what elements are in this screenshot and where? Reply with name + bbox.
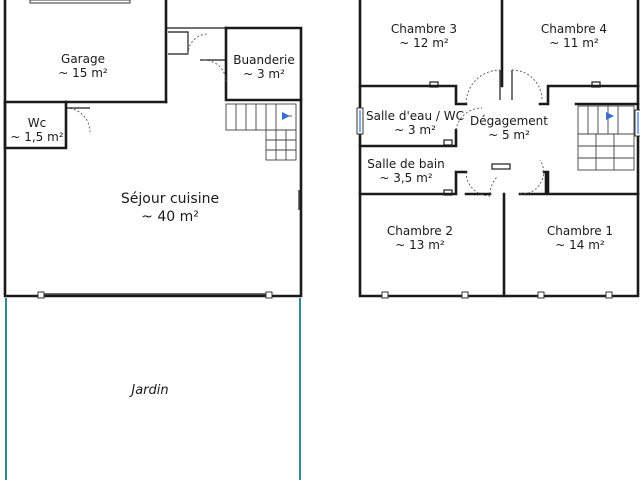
room-label-chambre4: Chambre 4 ~ 11 m² bbox=[541, 22, 607, 50]
room-area: ~ 12 m² bbox=[399, 36, 449, 50]
room-label-degagement: Dégagement ~ 5 m² bbox=[470, 114, 548, 142]
chambre1-top bbox=[518, 170, 548, 196]
room-name: Salle d'eau / WC bbox=[365, 109, 465, 123]
room-area: ~ 11 m² bbox=[549, 36, 599, 50]
room-name: Garage bbox=[61, 52, 105, 66]
buanderie-wall bbox=[224, 26, 303, 102]
ground-outer-wall bbox=[3, 0, 303, 298]
room-label-salle-eau: Salle d'eau / WC ~ 3 m² bbox=[366, 109, 464, 137]
chambre3-bottom bbox=[358, 84, 468, 106]
room-name: Buanderie bbox=[233, 53, 295, 67]
window-left bbox=[37, 291, 45, 299]
room-label-wc: Wc ~ 1,5 m² bbox=[10, 116, 63, 144]
ground-floor bbox=[3, 0, 303, 480]
chambre4-bottom bbox=[538, 84, 640, 106]
upper-stairs bbox=[577, 105, 635, 171]
room-area: ~ 15 m² bbox=[58, 66, 108, 80]
room-label-buanderie: Buanderie ~ 3 m² bbox=[233, 53, 294, 81]
closet bbox=[168, 31, 189, 55]
room-label-garage: Garage ~ 15 m² bbox=[58, 52, 107, 80]
wc-wall bbox=[3, 100, 68, 150]
room-area: ~ 5 m² bbox=[488, 128, 530, 142]
room-name: Chambre 1 bbox=[546, 224, 614, 238]
room-label-salle-bain: Salle de bain ~ 3,5 m² bbox=[367, 157, 445, 185]
window-right bbox=[265, 291, 273, 299]
room-name: Salle de bain bbox=[367, 157, 445, 171]
salle-eau-door-swing bbox=[455, 107, 483, 131]
room-name: Chambre 3 bbox=[390, 22, 458, 36]
room-name: Jardin bbox=[131, 383, 169, 398]
upper-stair-wall bbox=[546, 170, 640, 196]
fixture-chambre3 bbox=[429, 81, 439, 88]
chambre4-door-swing bbox=[511, 69, 543, 101]
garage-door-top bbox=[29, 0, 131, 4]
room-area: ~ 1,5 m² bbox=[10, 130, 64, 144]
room-label-chambre1: Chambre 1 ~ 14 m² bbox=[547, 224, 613, 252]
buanderie-door-swing bbox=[203, 59, 227, 83]
room-area: ~ 40 m² bbox=[141, 209, 199, 225]
chambre2-door-swing bbox=[489, 175, 499, 195]
garage-door-swing bbox=[187, 33, 209, 55]
room-label-jardin: Jardin bbox=[131, 384, 168, 398]
salle-eau-wall bbox=[358, 128, 458, 148]
radiator bbox=[491, 163, 511, 170]
room-label-sejour: Séjour cuisine ~ 40 m² bbox=[121, 190, 219, 226]
fixture-salle-bain bbox=[443, 189, 453, 196]
room-name: Chambre 4 bbox=[540, 22, 608, 36]
room-name: Wc bbox=[27, 116, 47, 130]
window-ch1-right bbox=[605, 291, 613, 299]
room-area: ~ 3 m² bbox=[243, 67, 285, 81]
salle-bain-door-swing bbox=[465, 171, 491, 197]
room-area: ~ 3,5 m² bbox=[379, 171, 433, 185]
upper-floor bbox=[356, 0, 640, 299]
chambre3-door-swing bbox=[465, 69, 501, 105]
room-label-chambre3: Chambre 3 ~ 12 m² bbox=[391, 22, 457, 50]
room-area: ~ 3 m² bbox=[394, 123, 436, 137]
chambre1-door-swing bbox=[519, 159, 544, 195]
fixture-salle-eau bbox=[443, 139, 453, 146]
room-name: Dégagement bbox=[470, 114, 548, 128]
room-area: ~ 13 m² bbox=[395, 238, 445, 252]
salle-bain-wall bbox=[358, 170, 468, 196]
room-label-chambre2: Chambre 2 ~ 13 m² bbox=[387, 224, 453, 252]
wc-door-swing bbox=[65, 107, 91, 133]
fixture-chambre4 bbox=[591, 81, 601, 88]
window-ch1-left bbox=[537, 291, 545, 299]
ground-stairs bbox=[225, 103, 297, 161]
room-name: Séjour cuisine bbox=[120, 191, 220, 207]
window-ch2-left bbox=[381, 291, 389, 299]
upper-outer-wall bbox=[358, 0, 640, 298]
room-area: ~ 14 m² bbox=[555, 238, 605, 252]
window-ch2-right bbox=[461, 291, 469, 299]
room-name: Chambre 2 bbox=[386, 224, 454, 238]
